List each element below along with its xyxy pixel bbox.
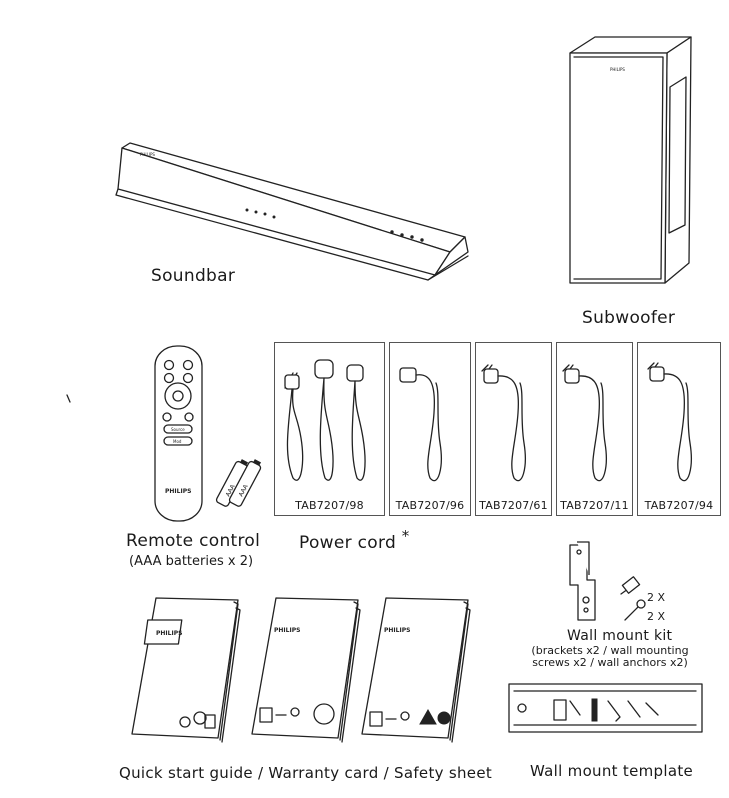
power-cord-variant-label: TAB7207/11 (560, 499, 629, 512)
remote-label: Remote control (126, 531, 261, 551)
wall-mount-kit-detail-2: screws x2 / wall anchors x2) (532, 656, 688, 669)
qsg-brand: PHILIPS (156, 630, 182, 637)
power-cord-panel-5: TAB7207/94 (637, 342, 721, 516)
power-cord-panel-2: TAB7207/96 (389, 342, 471, 516)
wall-mount-kit-illustration (569, 541, 646, 621)
subwoofer-label: Subwoofer (582, 308, 676, 328)
remote-illustration: Source Mod PHILIPS AAA AAA (154, 345, 262, 522)
documents-illustration: PHILIPS PHILIPS PHILIPS (131, 597, 471, 743)
remote-key-mode: Mod (173, 439, 182, 444)
wall-mount-template-illustration (508, 683, 703, 733)
power-cord-variant-label: TAB7207/94 (644, 499, 714, 512)
stray-mark (66, 394, 71, 403)
power-cord-image (284, 359, 366, 481)
documents-label: Quick start guide / Warranty card / Safe… (119, 764, 493, 782)
power-cord-variant-label: TAB7207/96 (395, 499, 465, 512)
soundbar-label: Soundbar (151, 266, 236, 286)
power-cord-panel-3: TAB7207/61 (475, 342, 552, 516)
remote-key-source: Source (171, 427, 185, 432)
remote-brand: PHILIPS (165, 488, 191, 495)
power-cord-label: Power cord * (299, 527, 410, 553)
power-cord-image (399, 367, 442, 482)
soundbar-brand: PHILIPS (140, 152, 155, 157)
power-cord-image (481, 364, 526, 482)
power-cord-image (647, 362, 692, 482)
wall-anchor-quantity: 2 X (647, 591, 666, 604)
wall-screw-quantity: 2 X (647, 610, 666, 623)
power-cord-variant-label: TAB7207/98 (295, 499, 364, 512)
wall-mount-kit-label: Wall mount kit (567, 628, 673, 644)
power-cord-image (562, 364, 607, 482)
subwoofer-brand: PHILIPS (610, 67, 625, 72)
warranty-brand: PHILIPS (274, 627, 300, 634)
soundbar-illustration: PHILIPS (115, 142, 469, 281)
power-cord-asterisk: * (401, 527, 410, 545)
power-cord-variant-label: TAB7207/61 (479, 499, 548, 512)
remote-sublabel: (AAA batteries x 2) (129, 554, 254, 569)
wall-mount-kit-detail-1: (brackets x2 / wall mounting (531, 644, 689, 657)
subwoofer-illustration: PHILIPS (569, 36, 692, 284)
safety-brand: PHILIPS (384, 627, 410, 634)
power-cord-panel-4: TAB7207/11 (556, 342, 633, 516)
wall-mount-template-label: Wall mount template (530, 762, 694, 780)
power-cord-label-text: Power cord (299, 533, 397, 553)
power-cord-panel-1: TAB7207/98 (274, 342, 385, 516)
